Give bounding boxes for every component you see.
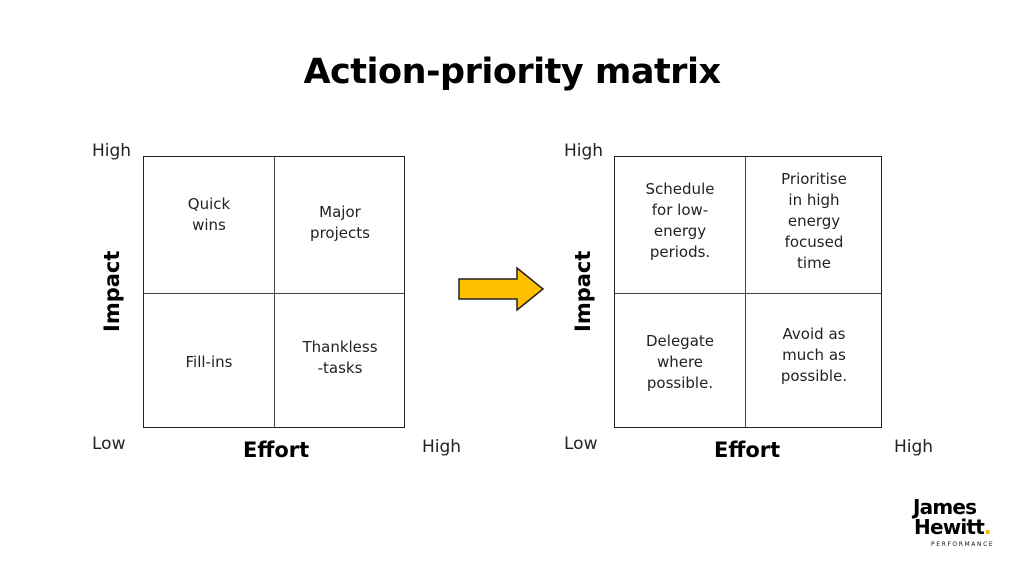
right-matrix-horizontal-divider bbox=[615, 293, 881, 294]
left-y-low-label: Low bbox=[92, 434, 126, 454]
right-quadrant-prioritise: Prioritise in high energy focused time bbox=[781, 169, 847, 272]
left-x-high-label: High bbox=[422, 437, 462, 457]
left-quadrant-major-projects: Major projects bbox=[310, 203, 370, 242]
right-matrix-vertical-divider bbox=[745, 157, 746, 427]
right-y-axis-title: Impact bbox=[571, 250, 595, 332]
logo-line-2: Hewitt. bbox=[914, 517, 1009, 537]
left-quadrant-quick-wins: Quick wins bbox=[187, 195, 231, 234]
logo-line-1: James bbox=[913, 495, 977, 519]
left-matrix-vertical-divider bbox=[274, 157, 275, 427]
right-y-low-label: Low bbox=[564, 434, 598, 454]
right-quadrant-avoid: Avoid as much as possible. bbox=[780, 324, 848, 385]
right-x-high-label: High bbox=[894, 437, 934, 457]
left-y-axis-title: Impact bbox=[100, 250, 124, 332]
right-matrix-grid: Schedule for low- energy periods. Priori… bbox=[614, 156, 882, 428]
right-x-axis-title: Effort bbox=[714, 438, 781, 462]
logo-line-2-text: Hewitt bbox=[914, 515, 985, 539]
right-quadrant-delegate: Delegate where possible. bbox=[646, 331, 714, 392]
left-y-high-label: High bbox=[92, 141, 132, 161]
left-quadrant-thankless-tasks: Thankless -tasks bbox=[302, 338, 378, 377]
left-matrix-grid: Quick wins Major projects Fill-ins Thank… bbox=[143, 156, 405, 428]
left-quadrant-fill-ins: Fill-ins bbox=[185, 352, 233, 371]
left-x-axis-title: Effort bbox=[243, 438, 310, 462]
page-title: Action-priority matrix bbox=[303, 52, 721, 92]
brand-logo: James Hewitt. PERFORMANCE bbox=[913, 497, 1009, 553]
right-quadrant-schedule: Schedule for low- energy periods. bbox=[645, 180, 715, 261]
right-y-high-label: High bbox=[564, 141, 604, 161]
logo-dot: . bbox=[983, 515, 992, 539]
logo-subtitle: PERFORMANCE bbox=[931, 541, 995, 548]
left-matrix-horizontal-divider bbox=[144, 293, 404, 294]
right-arrow-icon bbox=[458, 266, 545, 312]
